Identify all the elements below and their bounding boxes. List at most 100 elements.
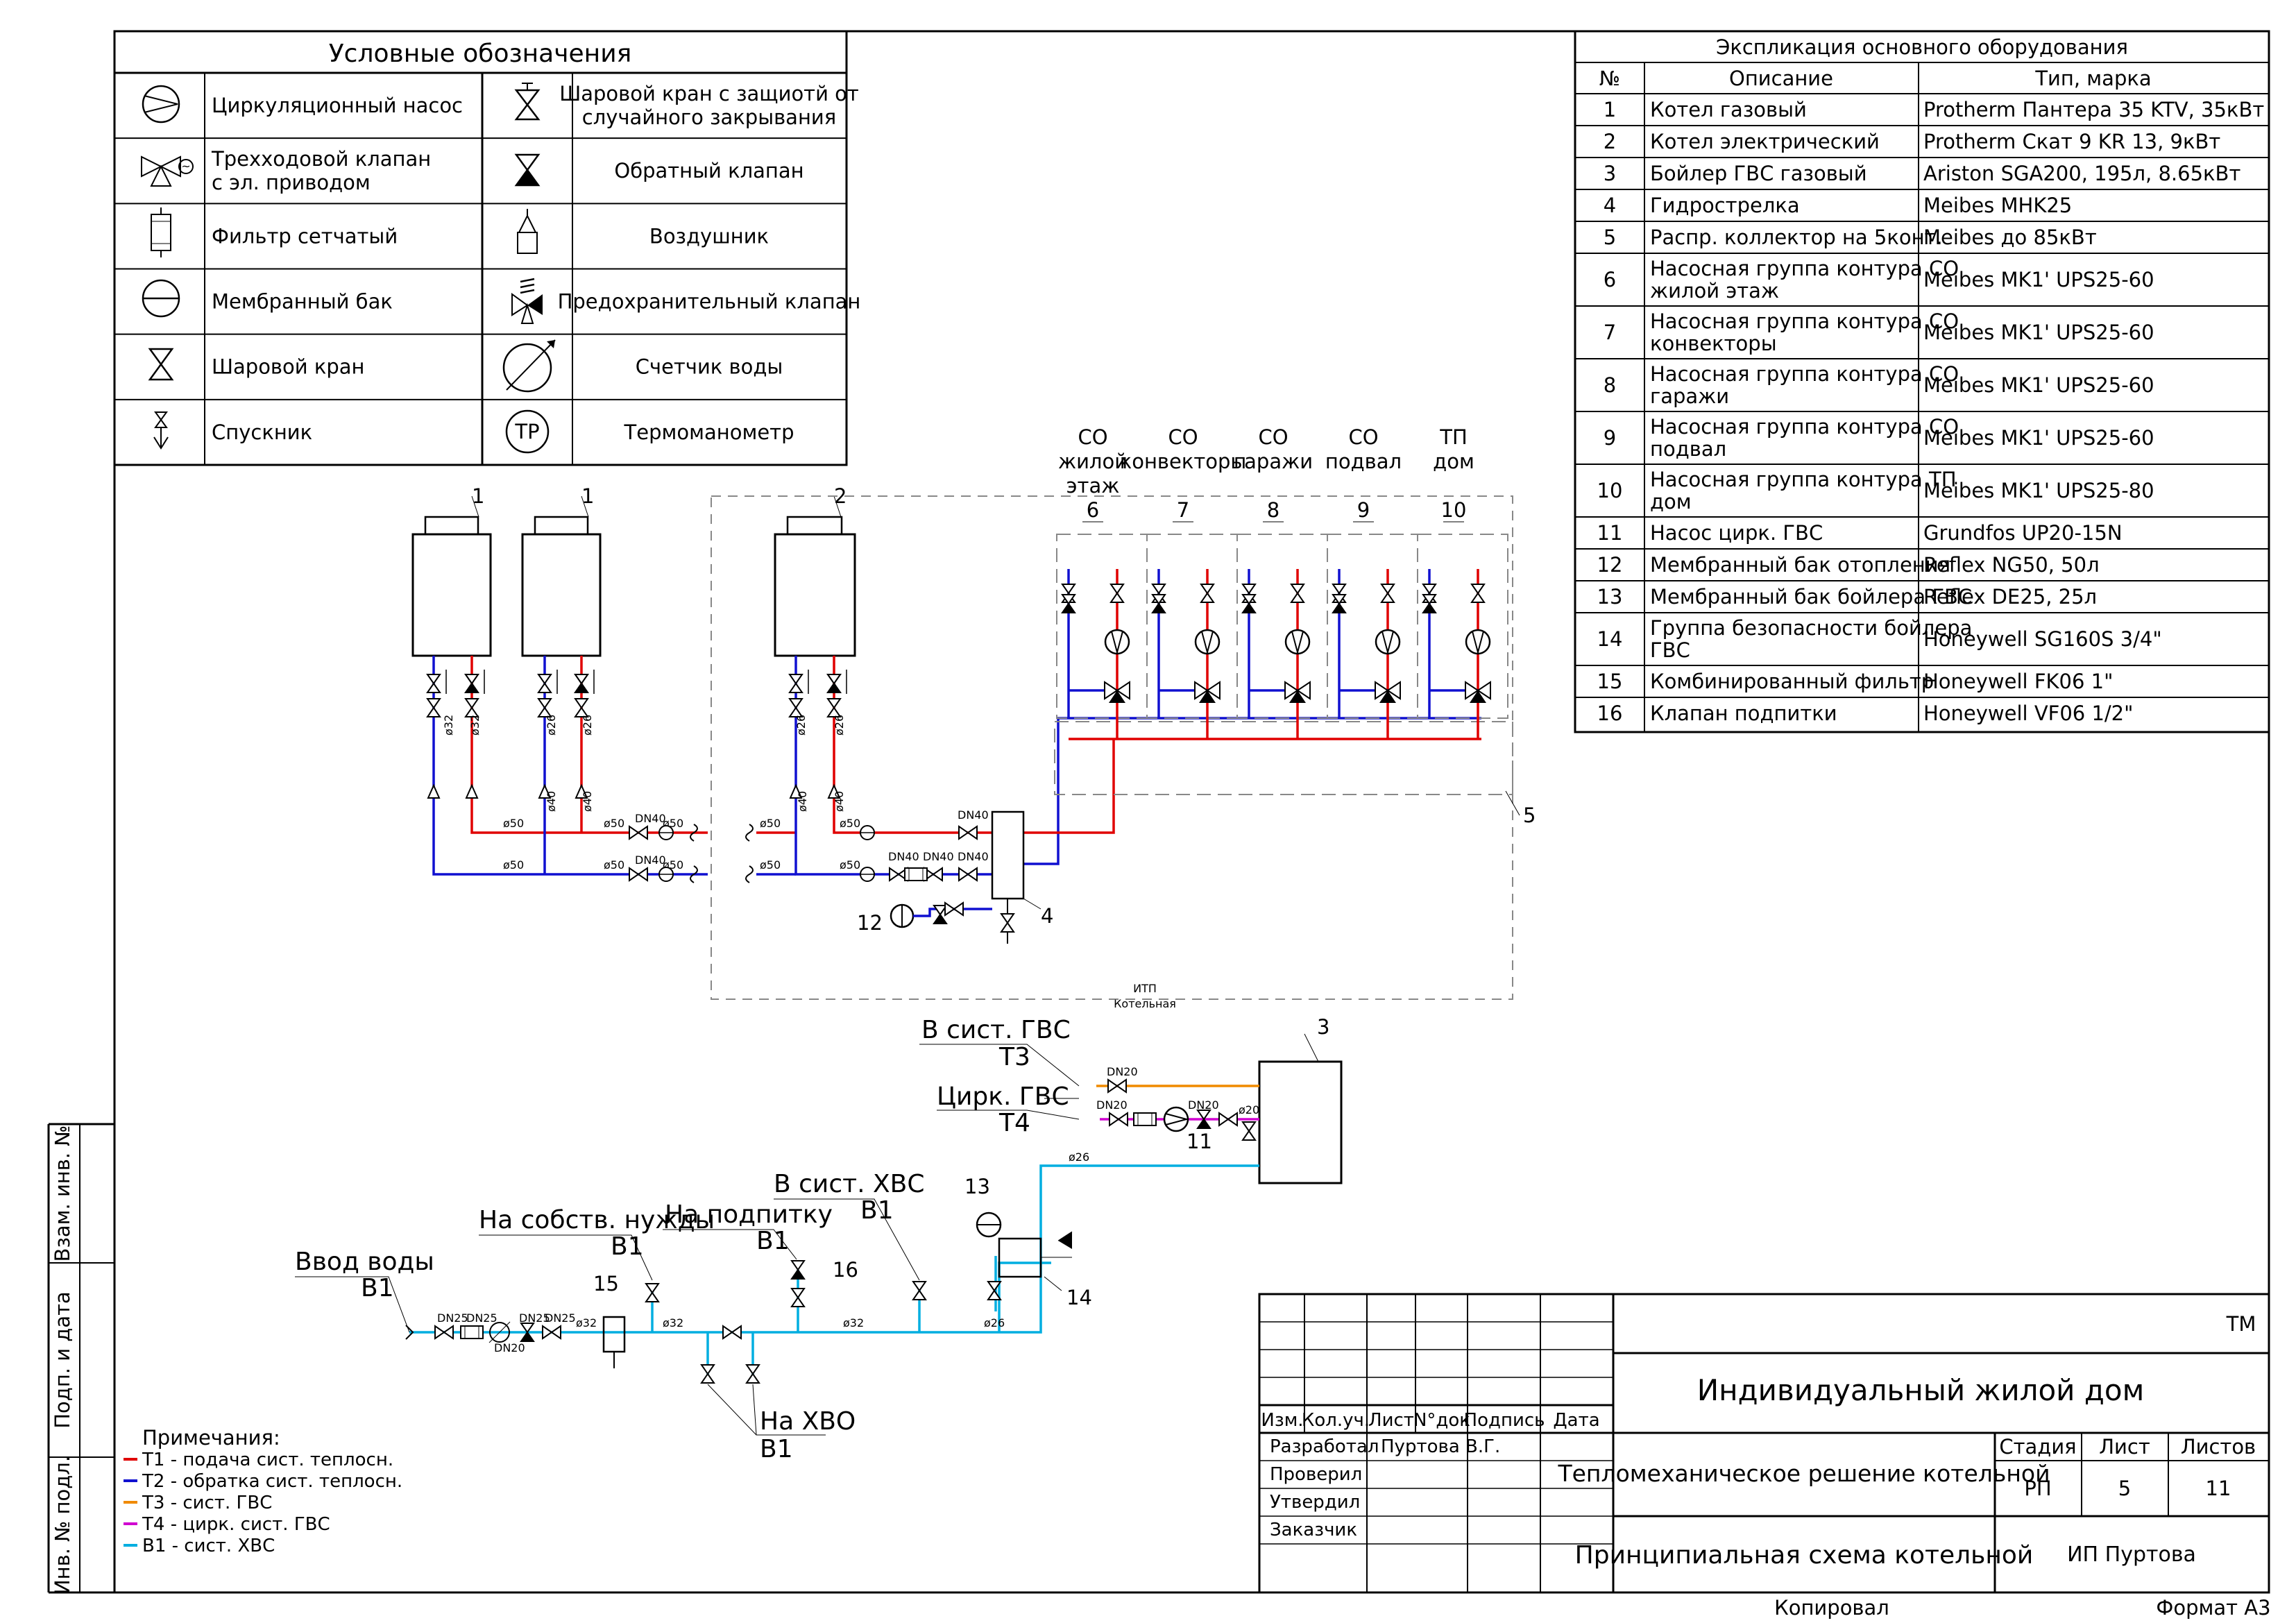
equipment-header-desc: Описание	[1729, 67, 1833, 90]
electric-boiler: 2	[774, 484, 856, 657]
equipment-type: Meibes MK1' UPS25-60	[1923, 321, 2154, 344]
dhw-circ-code: Т4	[998, 1109, 1030, 1137]
equipment-desc: конвекторы	[1650, 332, 1777, 355]
legend-label: Мембранный бак	[212, 290, 393, 314]
frame	[47, 30, 2270, 1594]
equipment-desc: дом	[1650, 490, 1692, 513]
equipment-num: 14	[1597, 627, 1623, 651]
circuit-number: 6	[1087, 498, 1099, 522]
tb-sheets-label: Листов	[2181, 1435, 2256, 1459]
three-way-valve-icon: ~	[141, 155, 194, 187]
equipment-num: 4	[1604, 194, 1616, 217]
circuit-number: 7	[1177, 498, 1189, 522]
itp-frame	[711, 495, 1513, 1000]
circuit-label: этаж	[1066, 474, 1120, 498]
heating-scheme: 1 1 2	[411, 425, 1536, 1010]
equipment-desc: Бойлер ГВС газовый	[1650, 162, 1867, 185]
circuit-number: 8	[1267, 498, 1279, 522]
equipment-num: 8	[1604, 373, 1616, 397]
circuit-label: конвекторы	[1120, 450, 1247, 473]
callout-collector: 5	[1523, 804, 1536, 827]
heating-expansion-tank: 12	[857, 902, 992, 935]
tb-stage: РП	[2024, 1477, 2051, 1500]
gas-boiler-1: 1	[411, 484, 492, 657]
legend-label: Спускник	[212, 420, 312, 444]
svg-text:~: ~	[181, 160, 190, 173]
makeup-code: В1	[756, 1227, 790, 1255]
equipment-desc: гаражи	[1650, 384, 1729, 408]
svg-text:ø26: ø26	[1069, 1150, 1089, 1164]
cold-out-code: В1	[860, 1196, 894, 1225]
equipment-desc: Клапан подпитки	[1650, 702, 1837, 725]
tb-section: Тепломеханическое решение котельной	[1557, 1460, 2050, 1487]
equipment-desc: ГВС	[1650, 638, 1690, 662]
tb-col-header: N°док	[1413, 1410, 1470, 1431]
tb-code: ТМ	[2226, 1312, 2256, 1336]
circuit-label: СО	[1078, 425, 1107, 449]
equipment-desc: Комбинированный фильтр	[1650, 670, 1934, 693]
circuit-label: ТП	[1439, 425, 1468, 449]
tb-col-header: Кол.уч.	[1302, 1410, 1370, 1431]
pipe-dim: ø26	[794, 715, 808, 736]
pipe-dim: ø32	[468, 715, 482, 736]
legend-label: случайного закрывания	[582, 105, 836, 129]
water-meter-icon	[502, 339, 556, 393]
callout-valve16: 16	[833, 1258, 858, 1282]
tb-sheet-label: Лист	[2099, 1435, 2150, 1459]
pipe-dim: ø50	[840, 858, 860, 872]
itp-sublabel: Котельная	[1114, 997, 1176, 1010]
dhw-supply-code: Т3	[998, 1043, 1030, 1071]
equipment-desc: Насосная группа контура СО	[1650, 362, 1959, 386]
pipe-dim: DN40	[888, 850, 919, 863]
equipment-desc: Насосная группа контура СО	[1650, 415, 1959, 439]
note-item: Т3 - сист. ГВС	[142, 1493, 272, 1513]
pipe-dim: ø50	[604, 858, 624, 872]
legend-table: Условные обозначения Циркуляционный насо…	[113, 30, 860, 466]
pipe-dim: DN40	[958, 808, 989, 822]
water-in-title: Ввод воды	[295, 1248, 434, 1276]
equipment-num: 5	[1604, 226, 1616, 249]
equipment-desc: Котел электрический	[1650, 130, 1880, 153]
svg-text:ø26: ø26	[984, 1316, 1005, 1329]
circuit-label: СО	[1258, 425, 1288, 449]
equipment-num: 2	[1604, 130, 1616, 153]
pipe-dim: DN40	[635, 853, 666, 867]
ball-valve-icon	[148, 348, 174, 381]
cold-out-title: В сист. ХВС	[774, 1170, 924, 1198]
tb-col-header: Дата	[1553, 1410, 1599, 1431]
tb-sheets: 11	[2206, 1477, 2231, 1500]
legend-title: Условные обозначения	[329, 40, 632, 68]
tb-role: Утвердил	[1270, 1492, 1360, 1513]
pipe-dim: ø40	[581, 791, 594, 812]
equipment-num: 12	[1597, 553, 1623, 577]
equipment-num: 9	[1604, 426, 1616, 450]
water-in-code: В1	[361, 1274, 394, 1302]
tb-role: Заказчик	[1270, 1520, 1357, 1540]
tb-sheet-title: Принципиальная схема котельной	[1575, 1541, 2034, 1570]
circuit-label: жилой	[1058, 450, 1128, 473]
tb-sheet: 5	[2118, 1477, 2131, 1500]
svg-text:DN25: DN25	[437, 1311, 468, 1325]
equipment-desc: Группа безопасности бойлера	[1650, 616, 1972, 640]
equipment-type: Reflex NG50, 50л	[1923, 553, 2100, 577]
circuit-label: дом	[1433, 450, 1474, 473]
equipment-type: Honeywell SG160S 3/4"	[1923, 627, 2162, 651]
equipment-type: Honeywell FK06 1"	[1923, 670, 2113, 693]
to-cold-code: В1	[760, 1435, 793, 1463]
circuit-label: СО	[1168, 425, 1198, 449]
equipment-desc: подвал	[1650, 437, 1726, 461]
combined-filter: 15	[593, 1272, 626, 1368]
callout-tank12: 12	[857, 911, 883, 935]
equipment-title: Экспликация основного оборудования	[1716, 35, 2128, 59]
tb-stage-label: Стадия	[1999, 1435, 2076, 1459]
tb-format: Формат А3	[2156, 1596, 2270, 1620]
equipment-type: Meibes MK1' UPS25-60	[1923, 373, 2154, 397]
check-valve-icon	[514, 153, 541, 187]
pipe-dim: ø50	[760, 817, 781, 830]
notes-title: Примечания:	[142, 1426, 280, 1450]
equipment-desc: Котел газовый	[1650, 98, 1807, 121]
equipment-type: Meibes MK1' UPS25-60	[1923, 268, 2154, 291]
hydro-separator: 4	[991, 810, 1053, 944]
